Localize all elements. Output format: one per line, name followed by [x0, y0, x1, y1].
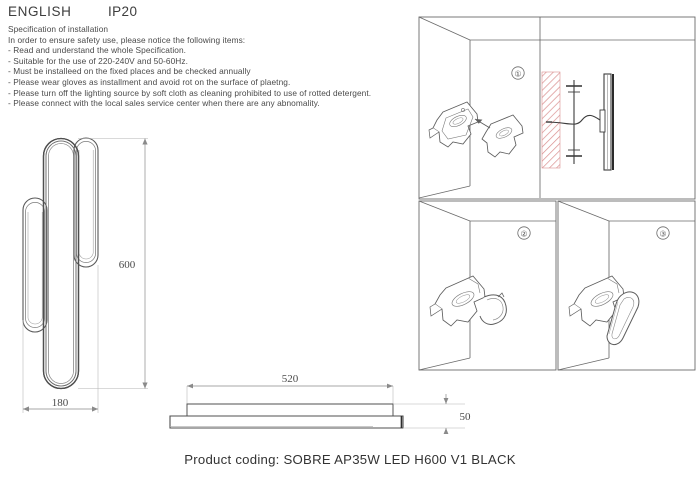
- wall-hatch-region: [541, 71, 561, 169]
- fixture-side-profile: [599, 73, 614, 171]
- install-panel-3: ③: [557, 200, 696, 371]
- width-dimension-value: 180: [52, 397, 69, 409]
- side-profile-drawing: 520: [165, 372, 495, 434]
- assembly-arrow-1: [474, 118, 491, 129]
- specification-text-block: Specification of installation In order t…: [8, 24, 408, 109]
- cable-route: [545, 114, 601, 125]
- spec-item: - Please wear gloves as installment and …: [8, 76, 291, 87]
- ip-rating-label: IP20: [108, 4, 138, 19]
- thickness-witness-lines: [393, 403, 465, 429]
- profile-back-plate: [186, 403, 394, 417]
- spec-title: Specification of installation: [8, 24, 109, 34]
- spec-item: - Suitable for the use of 220-240V and 5…: [8, 55, 188, 66]
- front-elevation-drawing: 600 180: [0, 125, 180, 435]
- lamp-body-main-overstroke: [42, 137, 80, 390]
- attached-lamp-body: [606, 291, 640, 345]
- mounted-plate-2: [429, 275, 486, 327]
- thickness-dimension-value: 50: [460, 411, 472, 423]
- lamp-cap-upper-right: [73, 137, 99, 151]
- hook-bracket: [479, 292, 507, 325]
- step-marker-1: ①: [511, 66, 525, 80]
- spec-item: - Must be installeed on the fixed places…: [8, 66, 251, 77]
- dimension-length-520: [187, 383, 393, 389]
- spec-item: - Read and understand the whole Specific…: [8, 45, 187, 56]
- spec-intro: In order to ensure safety use, please no…: [8, 34, 246, 45]
- product-coding-label: Product coding: SOBRE AP35W LED H600 V1 …: [184, 452, 516, 467]
- install-panel-1: ①: [418, 16, 696, 200]
- step-marker-3: ③: [656, 226, 670, 240]
- document-header: ENGLISH IP20: [8, 4, 268, 22]
- dimension-thickness-50: [443, 394, 449, 434]
- dimension-height-600: [142, 138, 148, 389]
- install-panel-2: ②: [418, 200, 557, 371]
- lamp-body-lower-left: [22, 210, 48, 333]
- mounted-plate-3: [568, 275, 625, 327]
- room-corner-walls-1: [418, 16, 695, 199]
- length-witness-lines: [186, 386, 394, 406]
- step-marker-2: ②: [517, 226, 531, 240]
- height-dimension-value: 600: [119, 259, 136, 271]
- mount-plate-left: [428, 101, 479, 148]
- height-witness-lines: [78, 138, 148, 389]
- step-marker-1-label: ①: [514, 69, 521, 78]
- fastener-detail: [566, 80, 582, 164]
- width-witness-lines: [22, 265, 99, 413]
- language-label: ENGLISH: [8, 4, 72, 19]
- spec-item: - Please connect with the local sales se…: [8, 98, 320, 109]
- mount-plate-right: [481, 114, 524, 158]
- spec-item: - Please turn off the lighting source by…: [8, 87, 372, 98]
- step-marker-2-label: ②: [520, 229, 527, 238]
- lamp-body-upper-right: [73, 150, 99, 268]
- step-marker-3-label: ③: [659, 229, 666, 238]
- length-dimension-value: 520: [282, 373, 299, 385]
- installation-diagram: ①: [418, 16, 696, 371]
- dimension-width-180: [23, 406, 98, 412]
